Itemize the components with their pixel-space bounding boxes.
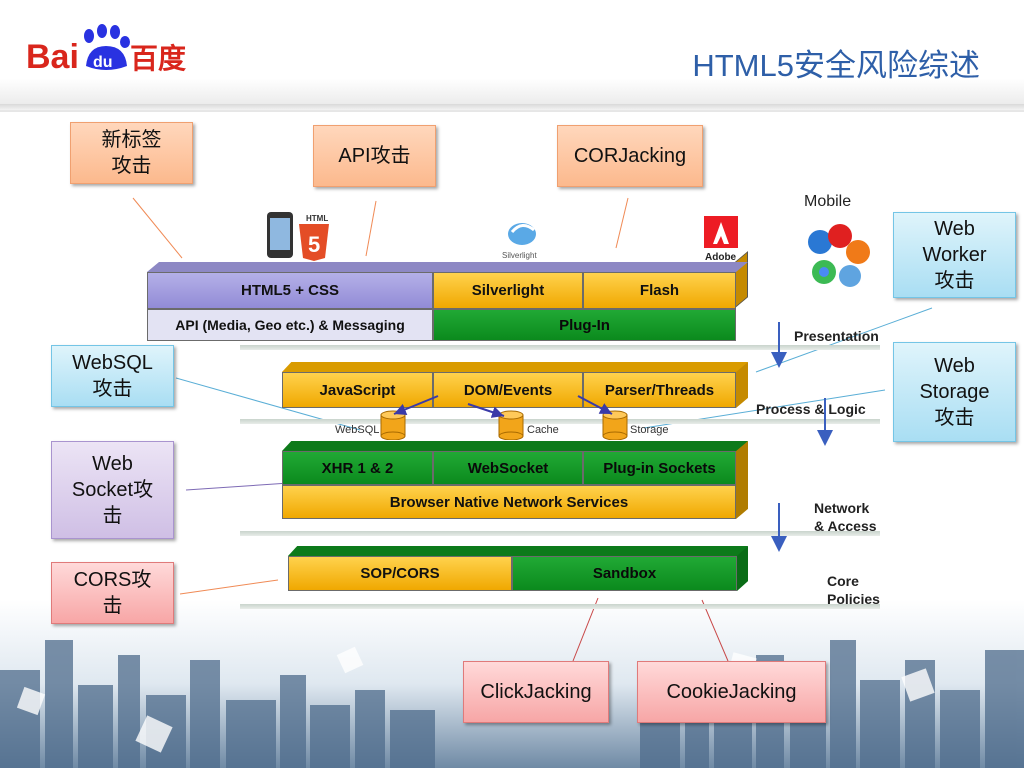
callout-line: Web <box>934 218 975 240</box>
callout-web-socket-attack: Web Socket攻 击 <box>51 441 174 539</box>
callout-line: 攻击 <box>934 270 975 292</box>
layer-label-core-policies: Core Policies <box>827 572 880 608</box>
websql-store-label: WebSQL <box>335 424 380 436</box>
layer-label-process-logic: Process & Logic <box>756 401 866 417</box>
block-top <box>282 362 748 372</box>
layer-separator <box>240 604 880 609</box>
baidu-logo-paw-text: du <box>93 54 113 71</box>
block-silverlight: Silverlight <box>433 272 583 309</box>
block-xhr: XHR 1 & 2 <box>282 451 433 485</box>
slide-title: HTML5安全风险综述 <box>692 48 980 83</box>
block-network-services: Browser Native Network Services <box>282 485 736 519</box>
html5-badge: 5 <box>308 232 320 257</box>
layer-label-line: Policies <box>827 591 880 608</box>
block-websocket: WebSocket <box>433 451 583 485</box>
callout-line: Storage <box>919 381 990 403</box>
storage-store-icon <box>602 410 628 440</box>
block-side <box>737 546 748 591</box>
block-plugin: Plug-In <box>433 309 736 341</box>
block-javascript: JavaScript <box>282 372 433 408</box>
baidu-logo-latin: Bai <box>26 38 79 76</box>
callout-web-worker-attack: Web Worker 攻击 <box>893 212 1016 298</box>
callout-line: Web <box>92 453 133 475</box>
layer-separator <box>240 531 880 536</box>
slide-header <box>0 0 1024 112</box>
callout-clickjacking: ClickJacking <box>463 661 609 723</box>
adobe-icon: Adobe <box>704 216 738 262</box>
callout-line: Socket攻 <box>71 479 154 501</box>
layer-label-line: & Access <box>814 518 877 535</box>
callout-websql-attack: WebSQL 攻击 <box>51 345 174 407</box>
layer-label-line: Network <box>814 500 870 516</box>
callout-line: Worker <box>922 244 987 266</box>
callout-line: 攻击 <box>934 407 975 429</box>
safari-icon <box>839 265 861 287</box>
opera-icon <box>828 224 852 248</box>
block-top <box>282 441 748 451</box>
block-top <box>147 262 748 272</box>
callout-web-storage-attack: Web Storage 攻击 <box>893 342 1016 442</box>
websql-store-icon <box>380 410 406 440</box>
storage-store-label: Storage <box>630 424 669 436</box>
block-side <box>736 441 748 519</box>
callout-line: Web <box>934 355 975 377</box>
block-top <box>288 546 748 556</box>
paw-icon <box>84 24 130 70</box>
block-parser-threads: Parser/Threads <box>583 372 736 408</box>
cache-store-icon <box>498 410 524 440</box>
layer-separator <box>240 345 880 350</box>
layer-label-presentation: Presentation <box>794 328 879 344</box>
block-api-messaging: API (Media, Geo etc.) & Messaging <box>147 309 433 341</box>
baidu-logo-cn: 百度 <box>130 42 186 75</box>
layer-label-line: Core <box>827 573 859 589</box>
callout-new-tab-attack: 新标签 攻击 <box>70 122 193 184</box>
cache-store-label: Cache <box>527 424 559 436</box>
baidu-logo: Bai du 百度 <box>26 22 196 82</box>
callout-line: 击 <box>102 595 123 617</box>
callout-corjacking: CORJacking <box>557 125 703 187</box>
callout-cookiejacking: CookieJacking <box>637 661 826 723</box>
callout-line: 新标签 <box>101 129 162 151</box>
block-sop-cors: SOP/CORS <box>288 556 512 591</box>
mobile-caption: Mobile <box>804 193 852 210</box>
callout-api-attack: API攻击 <box>313 125 436 187</box>
silverlight-caption: Silverlight <box>502 251 537 260</box>
block-dom-events: DOM/Events <box>433 372 583 408</box>
layer-separator <box>240 419 880 424</box>
block-plugin-sockets: Plug-in Sockets <box>583 451 736 485</box>
callout-line: 攻击 <box>111 155 152 177</box>
html-caption: HTML <box>306 214 328 223</box>
block-sandbox: Sandbox <box>512 556 737 591</box>
block-html5-css: HTML5 + CSS <box>147 272 433 309</box>
firefox-icon <box>846 240 870 264</box>
block-flash: Flash <box>583 272 736 309</box>
callout-line: CORS攻 <box>73 569 152 591</box>
html5-phone-icon: HTML 5 <box>267 212 329 261</box>
callout-cors-attack: CORS攻 击 <box>51 562 174 624</box>
callout-line: 击 <box>102 505 123 527</box>
adobe-caption: Adobe <box>705 252 737 262</box>
layer-label-network-access: Network & Access <box>814 499 877 535</box>
silverlight-icon: Silverlight <box>502 223 537 260</box>
callout-line: WebSQL <box>72 352 153 374</box>
callout-line: 攻击 <box>92 378 133 400</box>
ie-icon <box>808 230 832 254</box>
block-side <box>736 362 748 408</box>
mobile-browser-icons <box>808 224 870 287</box>
header-divider <box>0 104 1024 110</box>
